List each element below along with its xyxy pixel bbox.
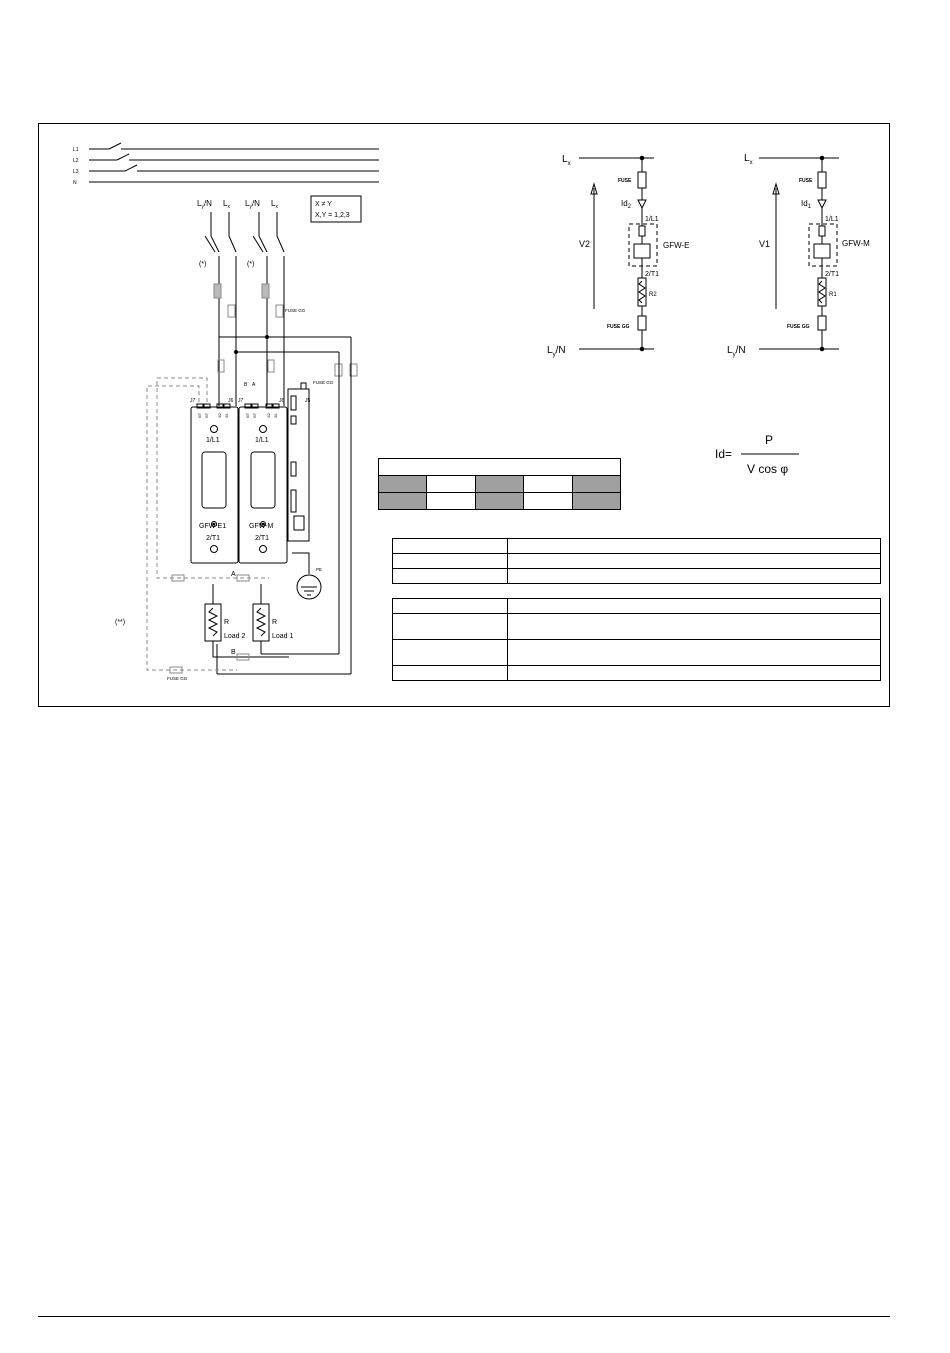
rule-line-2: X,Y = 1,2,3 xyxy=(315,212,350,219)
pin-e-5t: 5/T xyxy=(205,412,209,418)
pin-m-31: 3/1 xyxy=(274,413,278,418)
load-1-resistor xyxy=(252,603,270,642)
mains-label-l2: L2 xyxy=(73,158,79,164)
table-row xyxy=(392,665,881,681)
circuit-e-ly: Ly/N xyxy=(547,345,566,358)
table-row xyxy=(392,598,881,614)
pin-e-6t: 6/T xyxy=(198,412,202,418)
footer-rule xyxy=(38,1316,890,1317)
table-row xyxy=(392,538,881,554)
table-row xyxy=(377,475,622,493)
circuit-e-fuse-gg: FUSE GG xyxy=(607,324,630,330)
formula-lhs: Id= xyxy=(715,447,732,461)
pin-m-6t: 6/T xyxy=(246,412,250,418)
connector-j7-right: J7 xyxy=(238,398,244,404)
load-1-name: Load 1 xyxy=(272,633,294,640)
circuit-e-lx: Lx xyxy=(562,154,571,167)
supply-right-lx: Lx xyxy=(271,199,278,210)
drawing-frame: L1 L2 L3 N Ly/N Lx Ly/N Lx X ≠ Y X,Y = 1… xyxy=(38,123,890,707)
circuit-e-device: GFW-E xyxy=(663,241,690,250)
circuit-m-v: V1 xyxy=(759,239,770,249)
formula-numerator: P xyxy=(765,433,773,447)
table-row xyxy=(392,613,881,640)
wiring-diagram: L1 L2 L3 N Ly/N Lx Ly/N Lx X ≠ Y X,Y = 1… xyxy=(73,142,870,681)
load-2-r: R xyxy=(224,619,229,626)
table-row xyxy=(392,553,881,569)
pin-e-31: 3/1 xyxy=(225,413,229,418)
dashed-note: (**) xyxy=(115,619,125,626)
pin-e-42: 4/2 xyxy=(218,413,222,418)
module-gfw-e1-body xyxy=(190,403,239,564)
module-e-in: 1/L1 xyxy=(206,437,220,444)
formula-denominator: V cos φ xyxy=(747,462,788,476)
module-e-name: GFW-E1 xyxy=(199,523,226,530)
mains-label-l3: L3 xyxy=(73,169,79,175)
circuit-e-t1: 2/T1 xyxy=(645,271,659,278)
fuse-gg-label-1: FUSE GG xyxy=(285,308,306,313)
circuit-e-id: Id2 xyxy=(621,199,632,210)
module-m-out: 2/T1 xyxy=(255,535,269,542)
gray-cell-table xyxy=(377,458,622,510)
supply-fuses xyxy=(213,283,358,377)
module-expansion-board xyxy=(287,382,310,542)
rule-line-1: X ≠ Y xyxy=(315,201,332,208)
spec-table-upper xyxy=(392,538,881,584)
pin-m-42: 4/2 xyxy=(267,413,271,418)
breaker-note-right: (*) xyxy=(247,261,254,268)
supply-left-lx: Lx xyxy=(223,199,230,210)
connector-j6-right: J6 xyxy=(279,398,285,404)
circuit-m-t1: 2/T1 xyxy=(825,271,839,278)
circuit-e-v: V2 xyxy=(579,239,590,249)
circuit-m-fuse-gg: FUSE GG xyxy=(787,324,810,330)
table-row xyxy=(392,639,881,666)
circuit-m-device: GFW-M xyxy=(842,239,870,248)
mains-bus xyxy=(89,142,379,183)
load-1-r: R xyxy=(272,619,277,626)
link-b-label: B xyxy=(231,649,236,656)
circuit-m xyxy=(759,155,839,352)
module-gfw-m-body xyxy=(238,403,288,564)
fuse-gg-label-2: FUSE GG xyxy=(313,380,334,385)
connector-j6-left: J6 xyxy=(228,398,234,404)
circuit-e-r: R2 xyxy=(649,292,657,298)
circuit-m-id: Id1 xyxy=(801,199,812,210)
circuit-m-fuse: FUSE xyxy=(799,178,813,184)
dashed-wires xyxy=(146,377,269,674)
supply-left-ly: Ly/N xyxy=(197,199,212,210)
circuit-e-l1: 1/L1 xyxy=(645,216,659,223)
load-2-name: Load 2 xyxy=(224,633,246,640)
supply-wires xyxy=(204,212,285,406)
table-row xyxy=(392,568,881,584)
interconnect-wires xyxy=(212,335,352,675)
module-m-in: 1/L1 xyxy=(255,437,269,444)
table-row xyxy=(377,492,622,510)
connector-b-label: B xyxy=(244,382,248,388)
mains-label-n: N xyxy=(73,180,77,186)
connector-j5: J5 xyxy=(305,398,311,404)
mains-label-l1: L1 xyxy=(73,147,79,153)
spec-table-lower xyxy=(392,598,881,681)
pe-ground xyxy=(292,552,322,600)
connector-a-label: A xyxy=(252,382,256,388)
module-m-name: GFW-M xyxy=(249,523,274,530)
circuit-m-l1: 1/L1 xyxy=(825,216,839,223)
circuit-m-lx: Lx xyxy=(744,153,753,166)
rule-box xyxy=(310,195,362,223)
module-e-out: 2/T1 xyxy=(206,535,220,542)
pe-label: PE xyxy=(316,567,322,572)
link-a-label: A xyxy=(231,571,236,578)
table-row xyxy=(378,458,621,476)
circuit-m-r: R1 xyxy=(829,292,837,298)
circuit-m-ly: Ly/N xyxy=(727,345,746,358)
connector-j7-left: J7 xyxy=(190,398,196,404)
pin-m-5t: 5/T xyxy=(253,412,257,418)
load-2-resistor xyxy=(204,603,222,642)
circuit-e xyxy=(579,155,658,352)
fuse-gg-label-3: FUSE GG xyxy=(167,676,188,681)
circuit-e-fuse: FUSE xyxy=(618,178,632,184)
supply-right-ly: Ly/N xyxy=(245,199,260,210)
breaker-note-left: (*) xyxy=(199,261,206,268)
